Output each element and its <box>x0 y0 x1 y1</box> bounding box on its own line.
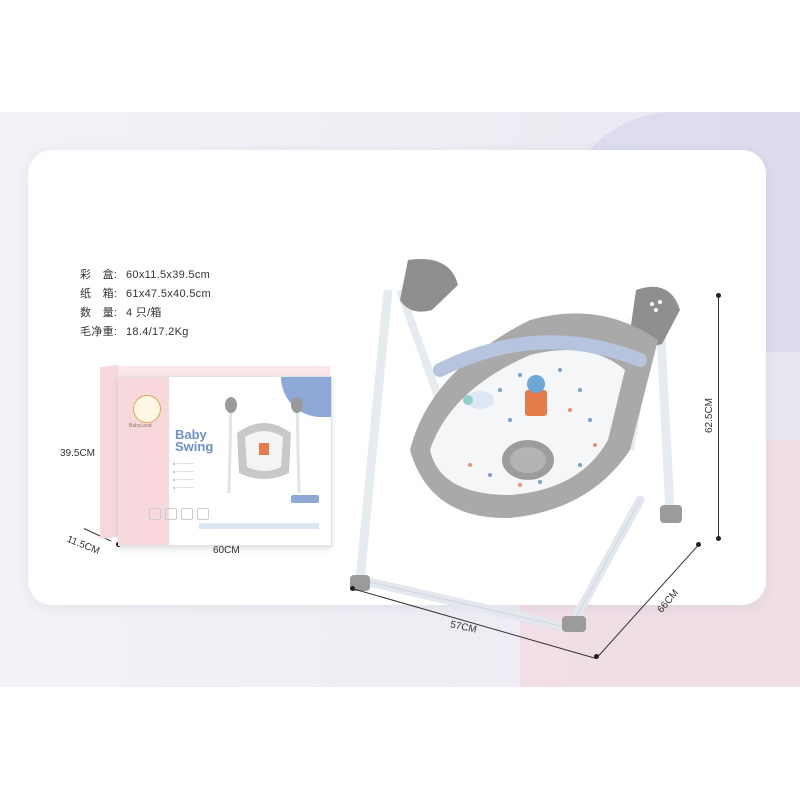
dimension-tick <box>350 586 355 591</box>
spec-value: 60x11.5x39.5cm <box>126 269 211 281</box>
box-feature-line: ● ────── <box>173 477 194 482</box>
product-height-line <box>718 295 719 540</box>
box-feature-line: ● ────── <box>173 485 194 490</box>
box-title: Baby Swing <box>175 427 214 454</box>
feature-icon <box>149 508 161 520</box>
box-brand: BabyLand <box>129 423 152 429</box>
feature-icon <box>181 508 193 520</box>
spec-label: 数 量: <box>80 307 118 319</box>
dimension-tick <box>594 654 599 659</box>
spec-color-box: 彩 盒: 60x11.5x39.5cm <box>80 266 300 282</box>
box-width-label: 60CM <box>213 545 240 556</box>
spec-value: 4 只/箱 <box>126 307 162 319</box>
box-badge <box>291 495 319 503</box>
brand-logo-icon <box>133 395 161 423</box>
feature-icon <box>165 508 177 520</box>
box-top-panel <box>118 366 330 376</box>
spec-value: 61x47.5x40.5cm <box>126 288 211 300</box>
spec-label: 毛净重: <box>80 326 118 338</box>
box-title-line: Baby <box>175 427 207 442</box>
baby-swing-illustration <box>350 259 682 634</box>
box-feature-line: ● ────── <box>173 461 194 466</box>
feature-icon <box>197 508 209 520</box>
box-feature-line: ● ────── <box>173 469 194 474</box>
product-box: BabyLand Baby Swing ● ────── ● ────── ● … <box>118 376 332 546</box>
spec-weight: 毛净重: 18.4/17.2Kg <box>80 323 300 339</box>
product-height-label: 62.5CM <box>704 397 716 434</box>
spec-label: 纸 箱: <box>80 288 118 300</box>
spec-quantity: 数 量: 4 只/箱 <box>80 304 300 320</box>
box-side-panel <box>100 364 118 540</box>
box-height-label: 39.5CM <box>60 448 96 459</box>
spec-value: 18.4/17.2Kg <box>126 326 189 338</box>
box-feature-icons <box>149 507 213 525</box>
box-bottom-strip <box>199 523 319 529</box>
spec-label: 彩 盒: <box>80 269 118 281</box>
dimension-tick <box>716 536 721 541</box>
dimension-tick <box>696 542 701 547</box>
dimension-tick <box>716 293 721 298</box>
box-swing-illustration <box>225 397 303 494</box>
box-title-line: Swing <box>175 439 214 454</box>
spec-carton: 纸 箱: 61x47.5x40.5cm <box>80 285 300 301</box>
